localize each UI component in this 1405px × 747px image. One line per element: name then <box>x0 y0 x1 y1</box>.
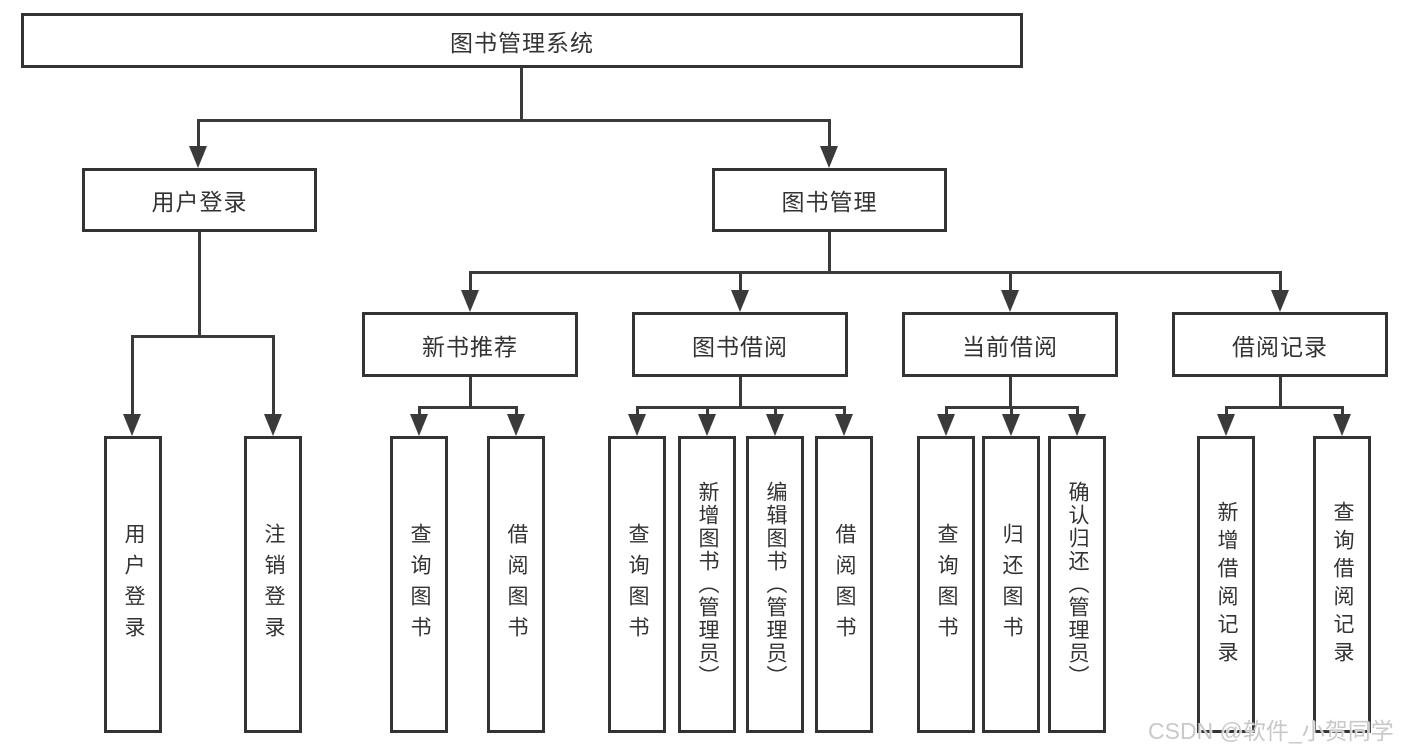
connector-line <box>131 335 134 419</box>
node-library-system: 图书管理系统 <box>21 13 1023 68</box>
connector-line <box>1076 406 1079 418</box>
arrow-down-icon <box>264 414 282 436</box>
arrow-down-icon <box>1068 414 1086 436</box>
arrow-down-icon <box>1271 290 1289 312</box>
arrow-down-icon <box>1333 414 1351 436</box>
leaf-user-login: 用户登录 <box>104 436 162 733</box>
connector-line <box>272 335 275 419</box>
connector-line <box>1009 377 1012 406</box>
connector-line <box>520 68 523 119</box>
connector-line <box>198 232 201 335</box>
connector-line <box>469 271 472 293</box>
connector-line <box>945 406 948 418</box>
arrow-down-icon <box>1217 414 1235 436</box>
leaf-recommend-borrow-books: 借阅图书 <box>487 436 545 733</box>
leaf-add-borrow-record: 新增借阅记录 <box>1197 436 1255 733</box>
arrow-down-icon <box>1001 290 1019 312</box>
connector-line <box>1010 406 1013 418</box>
leaf-query-borrow-record: 查询借阅记录 <box>1313 436 1371 733</box>
connector-line <box>1341 406 1344 418</box>
connector-line <box>706 406 709 418</box>
connector-line <box>469 377 472 406</box>
connector-line <box>418 406 518 409</box>
arrow-down-icon <box>507 414 525 436</box>
node-new-book-recommend: 新书推荐 <box>362 312 578 377</box>
arrow-down-icon <box>820 146 838 168</box>
node-current-borrow: 当前借阅 <box>902 312 1118 377</box>
arrow-down-icon <box>123 414 141 436</box>
connector-line <box>1225 406 1343 409</box>
connector-line <box>198 119 831 122</box>
leaf-recommend-query-books: 查询图书 <box>390 436 448 733</box>
connector-line <box>197 119 200 152</box>
arrow-down-icon <box>937 414 955 436</box>
arrow-down-icon <box>698 414 716 436</box>
node-book-management-label: 图书管理 <box>781 189 878 215</box>
node-current-borrow-label: 当前借阅 <box>962 333 1058 360</box>
node-borrow-records: 借阅记录 <box>1172 312 1388 377</box>
leaf-current-query-books: 查询图书 <box>917 436 975 733</box>
connector-line <box>1279 377 1282 406</box>
arrow-down-icon <box>731 290 749 312</box>
arrow-down-icon <box>835 414 853 436</box>
leaf-borrow-borrow-books: 借阅图书 <box>815 436 873 733</box>
connector-line <box>739 377 742 406</box>
connector-line <box>774 406 777 418</box>
leaf-return-books: 归还图书 <box>982 436 1040 733</box>
arrow-down-icon <box>628 414 646 436</box>
arrow-down-icon <box>766 414 784 436</box>
connector-line <box>1279 271 1282 293</box>
leaf-borrow-query-books: 查询图书 <box>608 436 666 733</box>
connector-line <box>469 271 1281 274</box>
connector-line <box>1225 406 1228 418</box>
connector-line <box>636 406 846 409</box>
node-borrow-records-label: 借阅记录 <box>1232 333 1328 360</box>
connector-line <box>843 406 846 418</box>
csdn-watermark: CSDN @软件_小贺同学 <box>1148 718 1394 744</box>
arrow-down-icon <box>461 290 479 312</box>
node-book-management: 图书管理 <box>712 168 947 232</box>
connector-line <box>132 335 274 338</box>
leaf-confirm-return-admin: 确认归还（管理员） <box>1048 436 1106 733</box>
connector-line <box>739 271 742 293</box>
node-user-login: 用户登录 <box>82 168 317 232</box>
connector-line <box>828 232 831 271</box>
connector-line <box>515 406 518 418</box>
node-library-system-label: 图书管理系统 <box>450 29 594 56</box>
connector-line <box>828 119 831 152</box>
node-user-login-label: 用户登录 <box>151 189 248 215</box>
node-new-book-recommend-label: 新书推荐 <box>422 333 518 360</box>
arrow-down-icon <box>1002 414 1020 436</box>
arrow-down-icon <box>410 414 428 436</box>
leaf-add-books-admin: 新增图书（管理员） <box>678 436 736 733</box>
leaf-logout: 注销登录 <box>244 436 302 733</box>
arrow-down-icon <box>189 146 207 168</box>
connector-line <box>636 406 639 418</box>
connector-line <box>1009 271 1012 293</box>
leaf-edit-books-admin: 编辑图书（管理员） <box>746 436 804 733</box>
connector-line <box>418 406 421 418</box>
node-book-borrow: 图书借阅 <box>632 312 848 377</box>
node-book-borrow-label: 图书借阅 <box>692 333 788 360</box>
